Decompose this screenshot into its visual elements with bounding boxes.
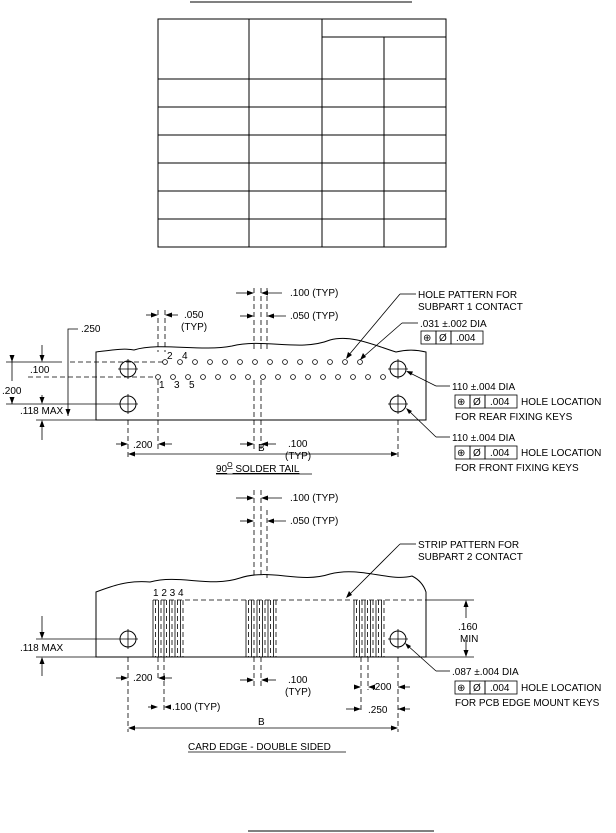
contact-hole <box>260 374 266 380</box>
view1-title: 90O SOLDER TAIL <box>216 462 300 475</box>
note-110-front: 110 ±.004 DIA <box>452 433 515 444</box>
note-front-keys: FOR FRONT FIXING KEYS <box>455 463 579 474</box>
svg-text:⊕: ⊕ <box>457 683 465 694</box>
svg-text:⊕: ⊕ <box>457 397 465 408</box>
contact-hole <box>170 374 176 380</box>
dim-100-bottom-typ-2: (TYP) <box>285 687 311 698</box>
dim-250-2: .250 <box>368 705 388 716</box>
dim-100-bottom-2: .100 <box>288 675 308 686</box>
svg-text:⊕: ⊕ <box>423 333 431 344</box>
card-edge-body-outline <box>95 571 427 658</box>
contact-hole <box>207 359 213 365</box>
contact-hole <box>357 359 363 365</box>
contact-hole <box>365 374 371 380</box>
note-031-dia: .031 ±.002 DIA <box>420 319 487 330</box>
contact-hole <box>185 374 191 380</box>
dim-050-typ-2: .050 (TYP) <box>290 516 338 527</box>
contact-hole <box>327 359 333 365</box>
dim-118-max-2: .118 MAX <box>20 643 63 654</box>
fcf-110-rear-value: .004 <box>490 397 510 408</box>
contact-hole <box>267 359 273 365</box>
contact-hole <box>320 374 326 380</box>
contact-hole <box>380 374 386 380</box>
contact-hole-pattern <box>155 359 386 380</box>
pin-label-4: 4 <box>182 351 188 362</box>
dim-b-2: B <box>258 717 265 728</box>
note-087-dia: .087 ±.004 DIA <box>452 667 519 678</box>
contact-hole <box>200 374 206 380</box>
dim-100-typ-top-2: .100 (TYP) <box>290 493 338 504</box>
contact-hole <box>290 374 296 380</box>
pin-label-2: 2 <box>167 351 173 362</box>
dim-050-left: .050 <box>184 310 204 321</box>
note-hole-pattern-2: SUBPART 1 CONTACT <box>418 302 523 313</box>
note-strip-1: STRIP PATTERN FOR <box>418 540 519 551</box>
contact-hole <box>237 359 243 365</box>
contact-hole <box>177 359 183 365</box>
dim-100-left: .100 <box>30 365 50 376</box>
dim-250: .250 <box>81 324 101 335</box>
contact-hole <box>230 374 236 380</box>
svg-text:⊕: ⊕ <box>457 448 465 459</box>
dim-100-typ-left-2: .100 (TYP) <box>172 702 220 713</box>
note-hole-pattern-1: HOLE PATTERN FOR <box>418 290 517 301</box>
dim-100-bottom: .100 <box>288 439 308 450</box>
fcf-110-front-text: HOLE LOCATION <box>521 448 601 459</box>
dim-050-left-typ: (TYP) <box>181 322 207 333</box>
svg-text:Ø: Ø <box>473 683 481 694</box>
dim-160-min: MIN <box>460 634 478 645</box>
dim-118-max: .118 MAX <box>20 406 63 417</box>
dim-200-left: .200 <box>2 386 22 397</box>
pin-label-1: 1 <box>159 380 165 391</box>
svg-text:Ø: Ø <box>473 448 481 459</box>
strip-labels: 1 2 3 4 <box>153 588 184 599</box>
dim-200-left-2: .200 <box>133 673 153 684</box>
note-110-rear: 110 ±.004 DIA <box>452 382 515 393</box>
contact-hole <box>305 374 311 380</box>
contact-hole <box>275 374 281 380</box>
contact-hole <box>215 374 221 380</box>
dim-200-right-2: .200 <box>372 682 392 693</box>
fcf-087-value: .004 <box>490 683 510 694</box>
view2-title: CARD EDGE - DOUBLE SIDED <box>188 742 331 753</box>
contact-hole <box>252 359 258 365</box>
pin-label-3: 3 <box>174 380 180 391</box>
dim-b: B <box>258 443 265 454</box>
fcf-087-text: HOLE LOCATION <box>521 683 601 694</box>
contact-hole <box>155 374 161 380</box>
connector-body-outline <box>95 337 427 421</box>
contact-hole <box>222 359 228 365</box>
pin-label-5: 5 <box>189 380 195 391</box>
solder-tail-view: 2 4 1 3 5 .100 (TYP) .050 (TYP) .050 (TY… <box>2 288 601 475</box>
contact-hole <box>245 374 251 380</box>
contact-hole <box>335 374 341 380</box>
dim-100-bottom-typ: (TYP) <box>285 451 311 462</box>
note-rear-keys: FOR REAR FIXING KEYS <box>455 412 573 423</box>
dimension-table <box>157 18 447 248</box>
dim-200-bottom: .200 <box>133 440 153 451</box>
dim-160: .160 <box>458 622 478 633</box>
svg-text:Ø: Ø <box>439 333 447 344</box>
contact-hole <box>282 359 288 365</box>
contact-hole <box>312 359 318 365</box>
contact-hole <box>192 359 198 365</box>
note-pcb-keys: FOR PCB EDGE MOUNT KEYS <box>455 698 600 709</box>
fcf-110-rear-text: HOLE LOCATION <box>521 397 601 408</box>
fcf-031-value: .004 <box>456 333 476 344</box>
dim-050-typ-right: .050 (TYP) <box>290 311 338 322</box>
contact-hole <box>342 359 348 365</box>
contact-hole <box>350 374 356 380</box>
svg-text:Ø: Ø <box>473 397 481 408</box>
dim-100-typ-top: .100 (TYP) <box>290 288 338 299</box>
fcf-110-front-value: .004 <box>490 448 510 459</box>
strip-pattern <box>152 600 385 657</box>
contact-hole <box>297 359 303 365</box>
card-edge-view: 1 2 3 4 .100 (TYP) .050 (TYP) STRIP PATT… <box>20 490 601 753</box>
note-strip-2: SUBPART 2 CONTACT <box>418 552 523 563</box>
